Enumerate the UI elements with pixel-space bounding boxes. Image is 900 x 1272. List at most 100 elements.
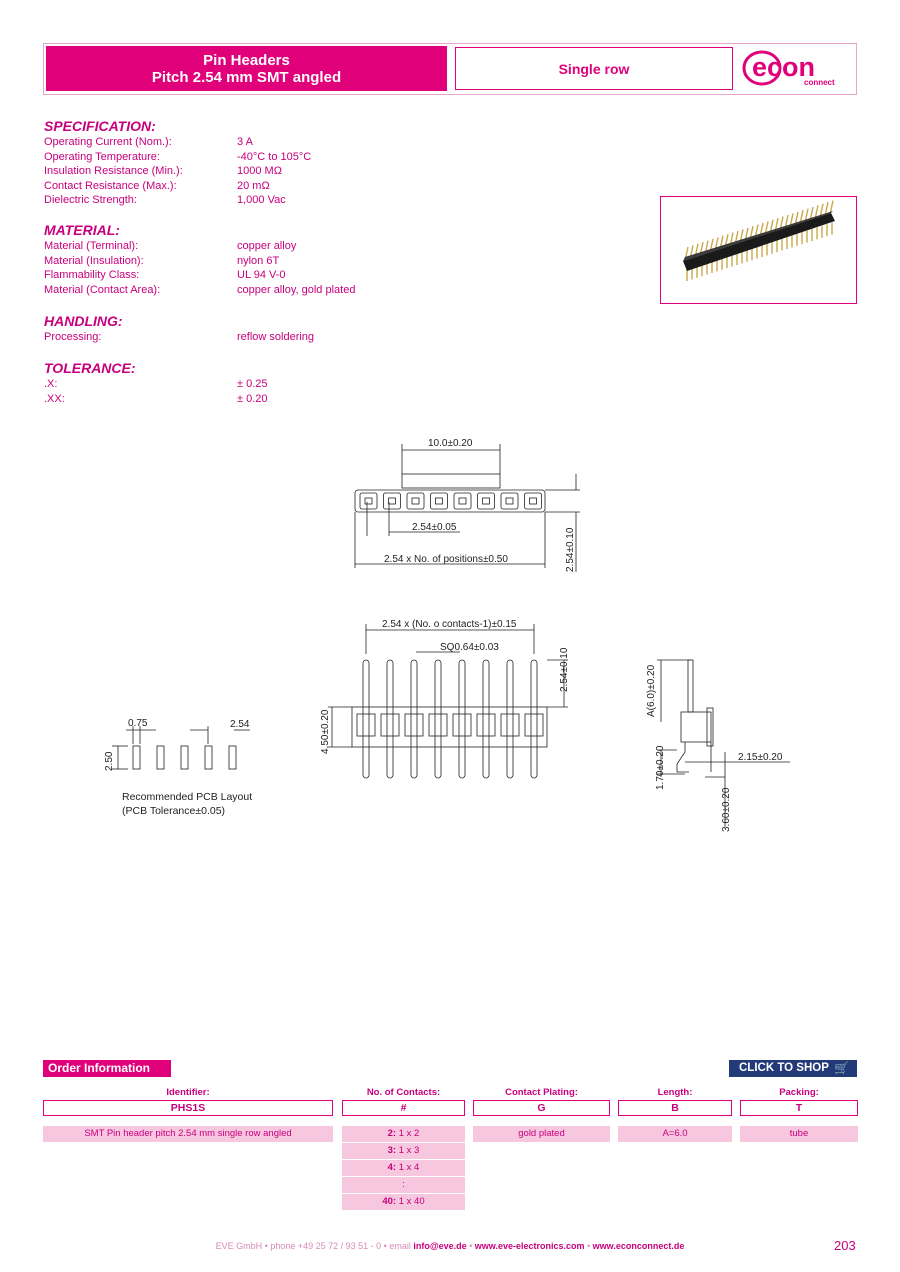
spec-row: Contact Resistance (Max.): 20 mΩ <box>44 179 444 194</box>
header-frame <box>43 43 857 95</box>
top-view-cell <box>406 492 425 510</box>
tolerance-row: .XX:± 0.20 <box>44 392 444 407</box>
dim-square: SQ0.64±0.03 <box>440 642 499 653</box>
tolerance-row: .X:± 0.25 <box>44 377 444 392</box>
front-view-pin <box>410 659 418 779</box>
top-view-pin <box>388 497 396 505</box>
front-view-housing-cell <box>356 713 376 737</box>
tolerance-value: ± 0.25 <box>237 378 268 390</box>
spec-value: 20 mΩ <box>237 179 270 192</box>
dim-height: 2.54±0.10 <box>565 527 576 572</box>
footer-contact: EVE GmbH • phone +49 25 72 / 93 51 - 0 •… <box>215 1241 414 1251</box>
pcb-note-line1: Recommended PCB Layout <box>122 791 253 803</box>
top-view-pin <box>411 497 420 505</box>
top-view-pin <box>529 497 537 505</box>
material-row: Flammability Class:UL 94 V-0 <box>44 268 444 283</box>
side-view-drawing: A(6.0)±0.20 2.15±0.20 1.70±0.20 3.60±0.2… <box>646 659 790 832</box>
dim-side-a: A(6.0)±0.20 <box>646 664 657 717</box>
pcb-pad-width: 0.75 <box>128 718 148 729</box>
material-value: UL 94 V-0 <box>237 269 286 282</box>
contacts-key: 2: <box>387 1128 397 1139</box>
code-identifier: PHS1S <box>43 1100 333 1116</box>
front-view-housing-cell <box>500 713 520 737</box>
material-label: Material (Insulation): <box>44 254 144 267</box>
material-row: Material (Contact Area):copper alloy, go… <box>44 283 444 298</box>
contacts-option: 2: 1 x 2 <box>342 1126 465 1142</box>
row-type-box: Single row <box>455 47 733 90</box>
spec-label: Dielectric Strength: <box>44 194 137 207</box>
dim-side-depth: 3.60±0.20 <box>721 787 732 832</box>
contacts-value: 1 x 40 <box>398 1196 425 1207</box>
spec-label: Operating Temperature: <box>44 150 160 163</box>
specification-list: Operating Current (Nom.):3 A Operating T… <box>44 135 444 208</box>
handling-value: reflow soldering <box>237 331 315 343</box>
col-header-packing: Packing: <box>779 1087 819 1098</box>
material-label: Material (Contact Area): <box>44 283 161 296</box>
click-to-shop-button[interactable]: CLICK TO SHOP 🛒 <box>729 1060 857 1077</box>
top-view-pin <box>435 497 443 505</box>
footer-site-eve[interactable]: www.eve-electronics.com <box>474 1241 585 1251</box>
code-packing: T <box>740 1100 858 1116</box>
contacts-option: : <box>342 1177 465 1193</box>
footer-email[interactable]: info@eve.de <box>413 1241 467 1251</box>
title-line-2: Pitch 2.54 mm SMT angled <box>151 68 342 86</box>
material-row: Material (Terminal): copper alloy <box>44 239 444 254</box>
front-view-pin <box>530 659 538 779</box>
contacts-option: 3: 1 x 3 <box>342 1143 465 1159</box>
handling-heading: HANDLING: <box>44 313 123 329</box>
top-view-cell <box>430 492 448 510</box>
top-view-cell <box>383 492 401 510</box>
spec-value: 1000 MΩ <box>237 165 282 178</box>
dim-total-length: 2.54 x No. of positions±0.50 <box>384 554 508 565</box>
identifier-description: SMT Pin header pitch 2.54 mm single row … <box>43 1126 333 1142</box>
top-view-pin <box>505 497 514 505</box>
spec-value: 1,000 Vac <box>237 194 286 207</box>
spec-row: Operating Current (Nom.):3 A <box>44 135 444 150</box>
title-line-1: Pin Headers <box>203 51 290 69</box>
spec-label: Contact Resistance (Max.): <box>44 179 177 192</box>
contacts-option: 40: 1 x 40 <box>342 1194 465 1210</box>
contacts-option: 4: 1 x 4 <box>342 1160 465 1176</box>
pcb-pad <box>156 745 165 770</box>
col-header-contacts: No. of Contacts: <box>366 1087 441 1098</box>
tolerance-label: .XX: <box>44 392 65 405</box>
spec-value: -40°C to 105°C <box>237 150 312 163</box>
material-label: Material (Terminal): <box>44 240 139 252</box>
front-view-housing-cell <box>452 713 472 737</box>
contacts-value: 1 x 2 <box>398 1128 420 1139</box>
contacts-value: 1 x 4 <box>398 1162 420 1173</box>
dim-contacts-span: 2.54 x (No. o contacts-1)±0.15 <box>382 619 517 630</box>
pcb-height: 2.50 <box>104 751 115 771</box>
top-view-cell <box>359 492 378 510</box>
specification-heading: SPECIFICATION: <box>44 118 156 134</box>
col-header-plating: Contact Plating: <box>505 1087 578 1098</box>
dim-side-foot: 1.70±0.20 <box>655 745 666 790</box>
pcb-layout-drawing: 0.75 2.54 2.50 <box>104 718 250 771</box>
material-value: nylon 6T <box>237 254 280 267</box>
page-number: 203 <box>834 1238 856 1253</box>
dim-top-width: 10.0±0.20 <box>428 438 473 449</box>
front-view-housing-cell <box>476 713 496 737</box>
pcb-pitch: 2.54 <box>230 719 250 730</box>
tolerance-heading: TOLERANCE: <box>44 360 136 376</box>
spec-label: Insulation Resistance (Min.): <box>44 165 183 178</box>
top-view-drawing: 10.0±0.20 2.54±0.05 2.54 x No. of positi… <box>354 438 580 572</box>
pcb-note: Recommended PCB Layout (PCB Tolerance±0.… <box>122 790 252 818</box>
logo-subtext: connect <box>804 78 835 87</box>
top-view-cell <box>500 492 519 510</box>
code-contacts: # <box>342 1100 465 1116</box>
pin-header-illustration <box>683 200 835 281</box>
pcb-note-line2: (PCB Tolerance±0.05) <box>122 805 226 817</box>
tolerance-list: .X:± 0.25 .XX:± 0.20 <box>44 377 444 406</box>
contacts-list: 2: 1 x 2 3: 1 x 3 4: 1 x 4 : 40: 1 x 40 <box>342 1126 465 1210</box>
contacts-value: 1 x 3 <box>398 1145 420 1156</box>
front-view-pin <box>434 659 442 779</box>
top-view-pin <box>364 497 373 505</box>
footer-site-econ[interactable]: www.econconnect.de <box>592 1241 685 1251</box>
material-value: copper alloy <box>237 240 297 252</box>
front-view-pin <box>506 659 514 779</box>
code-length: B <box>618 1100 732 1116</box>
dim-pin-height: 2.54±0.10 <box>559 647 570 692</box>
top-view-pin <box>458 497 467 505</box>
packing-value: tube <box>740 1126 858 1142</box>
